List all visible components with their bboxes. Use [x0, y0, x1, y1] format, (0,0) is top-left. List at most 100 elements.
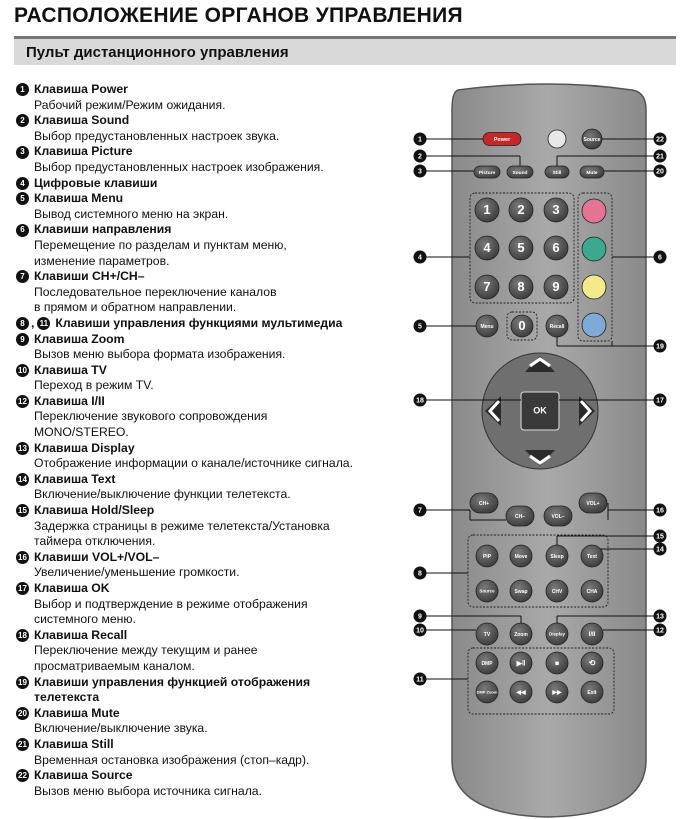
callout-4-label: 4: [418, 254, 422, 261]
callout-18-label: 18: [416, 397, 424, 404]
item-description: Последовательное переключение каналов: [34, 284, 277, 299]
digit-0-button[interactable]: [510, 314, 534, 338]
callout-number: 5: [16, 192, 29, 206]
callout-number: 8: [16, 317, 29, 331]
callout-19: [653, 339, 667, 353]
digit-1-button[interactable]: [474, 197, 500, 223]
blank-round-button[interactable]: [547, 129, 567, 149]
digit-7-button[interactable]: [474, 274, 500, 300]
callout-12-label: 12: [656, 627, 664, 634]
item-description: Переключение звукового сопровождения: [34, 409, 268, 424]
section-title: Пульт дистанционного управления: [26, 44, 289, 61]
pip-button-label: PIP: [483, 554, 492, 560]
item-title: Клавиша Hold/Sleep: [34, 503, 155, 518]
ok-button[interactable]: [520, 391, 560, 431]
fast-forward-button[interactable]: [545, 680, 569, 704]
digit-2-button[interactable]: [508, 197, 534, 223]
vol-up-button[interactable]: [578, 492, 608, 514]
callout-22-label: 22: [656, 136, 664, 143]
green-button[interactable]: [581, 236, 607, 262]
callout-22: [653, 132, 667, 146]
swap-button[interactable]: [509, 579, 533, 603]
play-pause-button[interactable]: [509, 651, 533, 675]
digit-5-button-label: 5: [517, 240, 524, 255]
callout-13-label: 13: [656, 613, 664, 620]
callout-number: 2: [16, 114, 29, 128]
callout-number: 17: [16, 582, 29, 596]
dmp-zoom-button-label: DMP Zoom: [477, 690, 498, 695]
stop-button[interactable]: [545, 651, 569, 675]
ch-up-button[interactable]: [469, 492, 499, 514]
item-description: Выбор предустановленных настроек изображ…: [34, 159, 324, 174]
pip-button[interactable]: [475, 544, 499, 568]
exit-button[interactable]: [580, 680, 604, 704]
section-header: Пульт дистанционного управления: [14, 36, 676, 65]
move-button-label: Move: [515, 554, 528, 560]
digit-6-button-label: 6: [552, 240, 559, 255]
picture-button[interactable]: [473, 165, 501, 179]
item-description: Вывод системного меню на экран.: [34, 206, 229, 221]
digit-9-button-label: 9: [552, 279, 559, 294]
rewind-button[interactable]: [509, 680, 533, 704]
repeat-button-label: ⟲: [589, 659, 596, 668]
tv-button-label: TV: [484, 632, 491, 638]
text-button[interactable]: [580, 544, 604, 568]
stop-button-label: ■: [555, 660, 559, 667]
callout-6-label: 6: [658, 254, 662, 261]
callout-11-label: 11: [416, 676, 424, 683]
callout-19-label: 19: [656, 343, 664, 350]
vol-down-button[interactable]: [543, 505, 573, 527]
item-description: Задержка страницы в режиме телетекста/Ус…: [34, 518, 330, 533]
callout-7-label: 7: [418, 507, 422, 514]
callout-number: 6: [16, 223, 29, 237]
blue-button[interactable]: [581, 312, 607, 338]
cha-button[interactable]: [580, 579, 604, 603]
red-button[interactable]: [581, 198, 607, 224]
item-description: Переключение между текущим и ранее: [34, 643, 258, 658]
callout-18: [413, 393, 427, 407]
callout-20-label: 20: [656, 168, 664, 175]
dmp-button[interactable]: [475, 651, 499, 675]
item-title: Клавиша TV: [34, 362, 107, 377]
repeat-button[interactable]: [580, 651, 604, 675]
callout-8-label: 8: [418, 570, 422, 577]
callout-13: [653, 609, 667, 623]
dmp-zoom-button[interactable]: [475, 680, 499, 704]
ch-down-button[interactable]: [505, 505, 535, 527]
chv-button[interactable]: [545, 579, 569, 603]
item-title: Клавиши CH+/CH–: [34, 269, 145, 284]
digit-8-button[interactable]: [508, 274, 534, 300]
callout-6: [653, 250, 667, 264]
digit-3-button[interactable]: [543, 197, 569, 223]
item-title: Клавиша OK: [34, 581, 110, 595]
digit-5-button[interactable]: [508, 235, 534, 261]
mute-button[interactable]: [579, 165, 605, 179]
callout-number: 19: [16, 675, 29, 689]
callout-3-label: 3: [418, 168, 422, 175]
callout-number: 20: [16, 707, 29, 721]
digit-6-button[interactable]: [543, 235, 569, 261]
digit-9-button[interactable]: [543, 274, 569, 300]
digit-4-button[interactable]: [474, 235, 500, 261]
item-title: Клавиша I/II: [34, 393, 105, 408]
up-arrow-icon[interactable]: [525, 356, 555, 372]
yellow-button[interactable]: [581, 274, 607, 300]
source-mm-button[interactable]: [475, 579, 499, 603]
vol-down-button-label: VOL–: [551, 514, 564, 520]
i-ii-button[interactable]: [580, 622, 604, 646]
tv-button[interactable]: [475, 622, 499, 646]
move-button[interactable]: [509, 544, 533, 568]
down-arrow-icon[interactable]: [525, 450, 555, 466]
